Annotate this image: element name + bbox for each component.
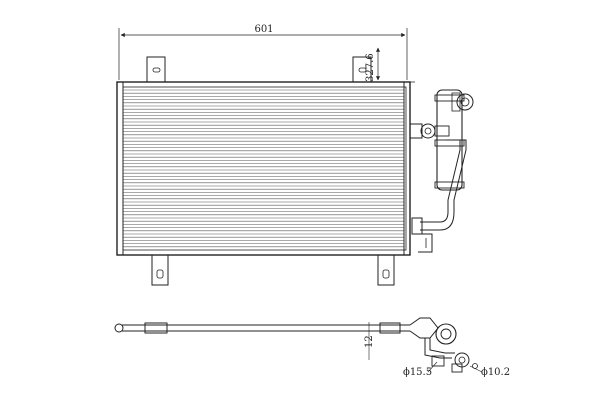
condenser-fins <box>123 89 404 251</box>
inlet-fitting <box>409 123 450 139</box>
pipe-diameter-small-label: ϕ10.2 <box>481 367 510 378</box>
top-bracket-left <box>146 56 166 83</box>
side-thickness-label: 12 <box>364 335 375 348</box>
connecting-pipe <box>411 139 467 253</box>
bottom-bracket-left <box>151 254 169 286</box>
side-view: 12 ϕ15.5 ϕ10.2 <box>114 317 510 378</box>
bottom-bracket-right <box>377 254 395 286</box>
width-dimension-label: 601 <box>254 24 273 35</box>
condenser-core <box>116 81 411 256</box>
pipe-diameter-large-label: ϕ15.5 <box>403 367 432 378</box>
width-dimension: 601 <box>118 24 408 80</box>
